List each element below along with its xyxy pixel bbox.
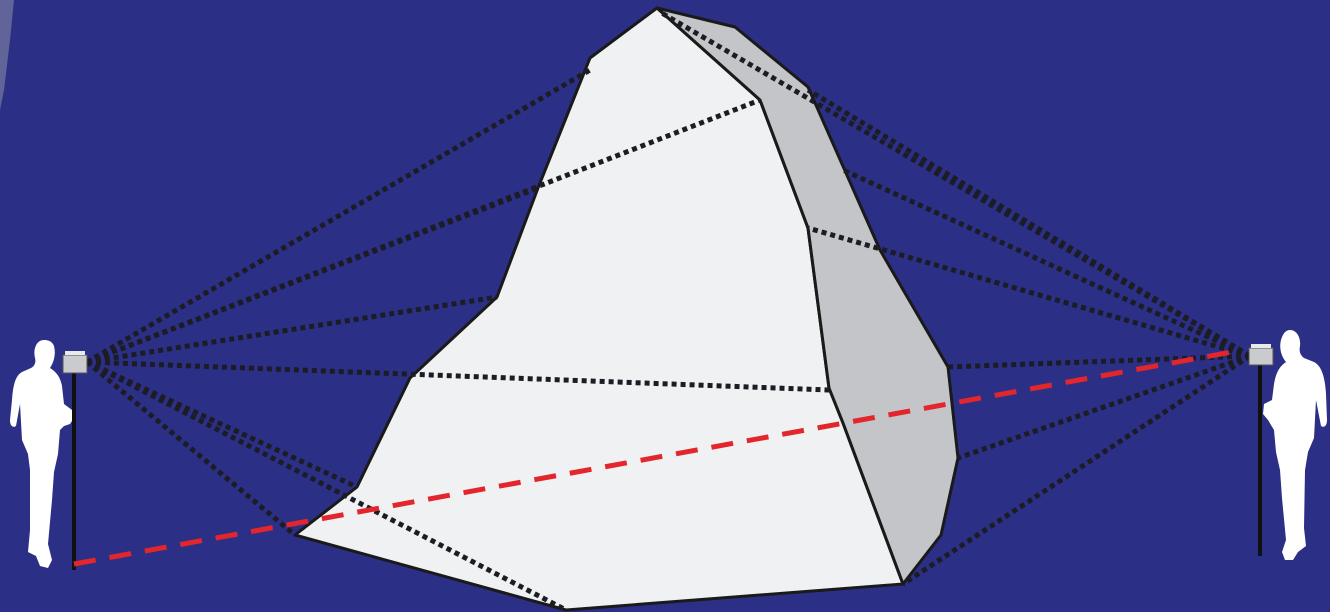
tripod-pole bbox=[1258, 360, 1262, 556]
scanner-lid bbox=[65, 351, 85, 355]
laser-scanner-icon bbox=[1249, 348, 1273, 365]
laser-scanner-icon bbox=[63, 355, 87, 373]
scanner-lid bbox=[1251, 344, 1271, 348]
tripod-pole bbox=[72, 368, 76, 570]
